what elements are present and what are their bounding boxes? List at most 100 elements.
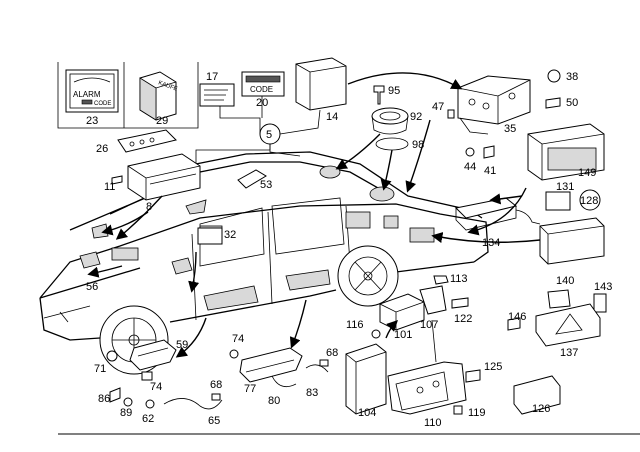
speaker-92 bbox=[371, 107, 409, 135]
car-interior-parts bbox=[79, 165, 435, 311]
callout-126: 126 bbox=[532, 403, 550, 415]
callout-146: 146 bbox=[508, 311, 526, 323]
callout-17: 17 bbox=[206, 71, 218, 83]
nut-113 bbox=[433, 275, 449, 285]
callout-labels: 23 29 17 20 14 5 95 92 98 47 38 50 35 44… bbox=[86, 71, 612, 429]
callout-104: 104 bbox=[358, 407, 376, 419]
callout-14: 14 bbox=[326, 111, 338, 123]
bracket-140 bbox=[547, 289, 571, 309]
code-text-large: CODE bbox=[250, 85, 273, 94]
harness-65 bbox=[163, 398, 223, 410]
callout-122: 122 bbox=[454, 313, 472, 325]
inset-frame bbox=[57, 62, 199, 129]
callout-11: 11 bbox=[104, 181, 115, 193]
callout-80: 80 bbox=[268, 395, 280, 407]
connector-68b bbox=[319, 359, 329, 367]
screw-86 bbox=[109, 387, 121, 403]
ring-98 bbox=[375, 137, 409, 151]
alarm-text: ALARM bbox=[73, 90, 101, 99]
callout-101: 101 bbox=[394, 329, 412, 341]
callout-32: 32 bbox=[224, 229, 236, 241]
screw-146 bbox=[507, 317, 521, 331]
callout-20: 20 bbox=[256, 97, 268, 109]
callout-50: 50 bbox=[566, 97, 578, 109]
control-module-14 bbox=[295, 57, 347, 111]
callout-circle-128 bbox=[579, 189, 601, 211]
screw-11 bbox=[111, 175, 123, 185]
info-tag-17 bbox=[199, 83, 235, 107]
callout-47: 47 bbox=[432, 101, 444, 113]
remote-26 bbox=[117, 129, 177, 153]
clip-74b bbox=[141, 371, 153, 381]
callout-83: 83 bbox=[306, 387, 318, 399]
callout-68-left: 68 bbox=[210, 379, 222, 391]
callout-107: 107 bbox=[420, 319, 438, 331]
callout-53: 53 bbox=[260, 179, 272, 191]
callout-56: 56 bbox=[86, 281, 98, 293]
screw-125 bbox=[465, 369, 481, 383]
callout-110: 110 bbox=[424, 417, 442, 429]
arrows bbox=[87, 72, 541, 358]
enclosure-149 bbox=[527, 123, 605, 181]
callout-140: 140 bbox=[556, 275, 574, 287]
nut-38 bbox=[547, 69, 561, 83]
code-text-small: CODE bbox=[94, 101, 111, 107]
unit-128 bbox=[539, 217, 605, 265]
code-card-20: CODE bbox=[241, 71, 285, 97]
callout-35: 35 bbox=[504, 123, 516, 135]
callout-125: 125 bbox=[484, 361, 502, 373]
callout-128: 128 bbox=[580, 195, 598, 207]
bracket-35 bbox=[457, 75, 531, 135]
rear-wheel bbox=[337, 245, 399, 307]
handle-77-80 bbox=[239, 347, 303, 388]
owner-manual-29: KAUFE bbox=[139, 71, 178, 121]
screw-50 bbox=[545, 97, 561, 109]
callout-92: 92 bbox=[410, 111, 422, 123]
callout-38: 38 bbox=[566, 71, 578, 83]
callout-143: 143 bbox=[594, 281, 612, 293]
callout-119: 119 bbox=[468, 407, 486, 419]
connector-68a bbox=[211, 393, 221, 401]
bracket-137 bbox=[535, 303, 601, 347]
callout-74-bottom: 74 bbox=[150, 381, 162, 393]
callout-149: 149 bbox=[578, 167, 596, 179]
callout-41: 41 bbox=[484, 165, 496, 177]
grommet-116 bbox=[371, 329, 381, 339]
callout-89: 89 bbox=[120, 407, 132, 419]
callout-23: 23 bbox=[86, 115, 98, 127]
clip-47 bbox=[447, 109, 455, 119]
callout-116: 116 bbox=[346, 319, 364, 331]
screw-143 bbox=[593, 293, 607, 313]
radio-unit-8 bbox=[127, 153, 201, 201]
handle-59 bbox=[129, 339, 177, 371]
module-104 bbox=[345, 343, 387, 415]
callout-59: 59 bbox=[176, 339, 188, 351]
alarm-code-card-23: ALARM CODE bbox=[65, 69, 119, 113]
callout-8: 8 bbox=[146, 201, 152, 213]
callout-5: 5 bbox=[266, 129, 272, 141]
callout-137: 137 bbox=[560, 347, 578, 359]
callout-134: 134 bbox=[482, 237, 500, 249]
callout-77: 77 bbox=[244, 383, 256, 395]
washer-44 bbox=[465, 147, 475, 157]
callout-26: 26 bbox=[96, 143, 108, 155]
plug-71 bbox=[106, 350, 118, 362]
callout-95: 95 bbox=[388, 85, 400, 97]
callout-68-right: 68 bbox=[326, 347, 338, 359]
screw-41 bbox=[483, 145, 495, 159]
washer-89 bbox=[123, 397, 133, 407]
callout-98: 98 bbox=[412, 139, 424, 151]
block-126 bbox=[513, 375, 561, 415]
module-32 bbox=[197, 227, 223, 245]
callout-86: 86 bbox=[98, 393, 110, 405]
board-134 bbox=[454, 197, 541, 231]
callout-29: 29 bbox=[156, 115, 168, 127]
sensor-53 bbox=[237, 169, 267, 189]
clip-119 bbox=[453, 405, 463, 415]
harness-83 bbox=[305, 364, 329, 373]
callout-62: 62 bbox=[142, 413, 154, 425]
callout-113: 113 bbox=[450, 273, 468, 285]
cap-74a bbox=[229, 349, 239, 359]
module-131 bbox=[545, 191, 571, 211]
